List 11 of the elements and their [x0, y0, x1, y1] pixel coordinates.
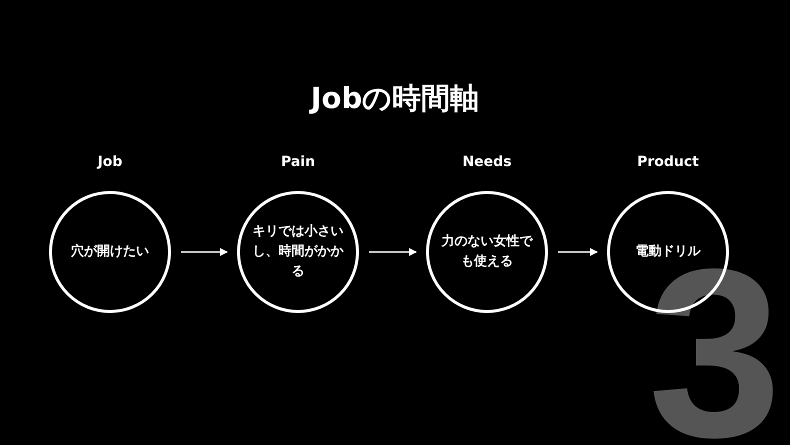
arrow [181, 248, 228, 256]
title: Jobの時間軸 [308, 80, 480, 117]
stage-heading: Pain [280, 153, 316, 171]
stage-heading: Job [96, 153, 124, 171]
stage-circle: キリでは小さいし、時間がかかる [237, 191, 359, 313]
stage-circle: 穴が開けたい [49, 191, 171, 313]
stage-heading: Product [636, 153, 700, 171]
stage-heading: Needs [461, 153, 513, 171]
arrow [369, 248, 417, 256]
stage-circle: 力のない女性でも使える [426, 191, 548, 313]
arrow [558, 248, 598, 256]
